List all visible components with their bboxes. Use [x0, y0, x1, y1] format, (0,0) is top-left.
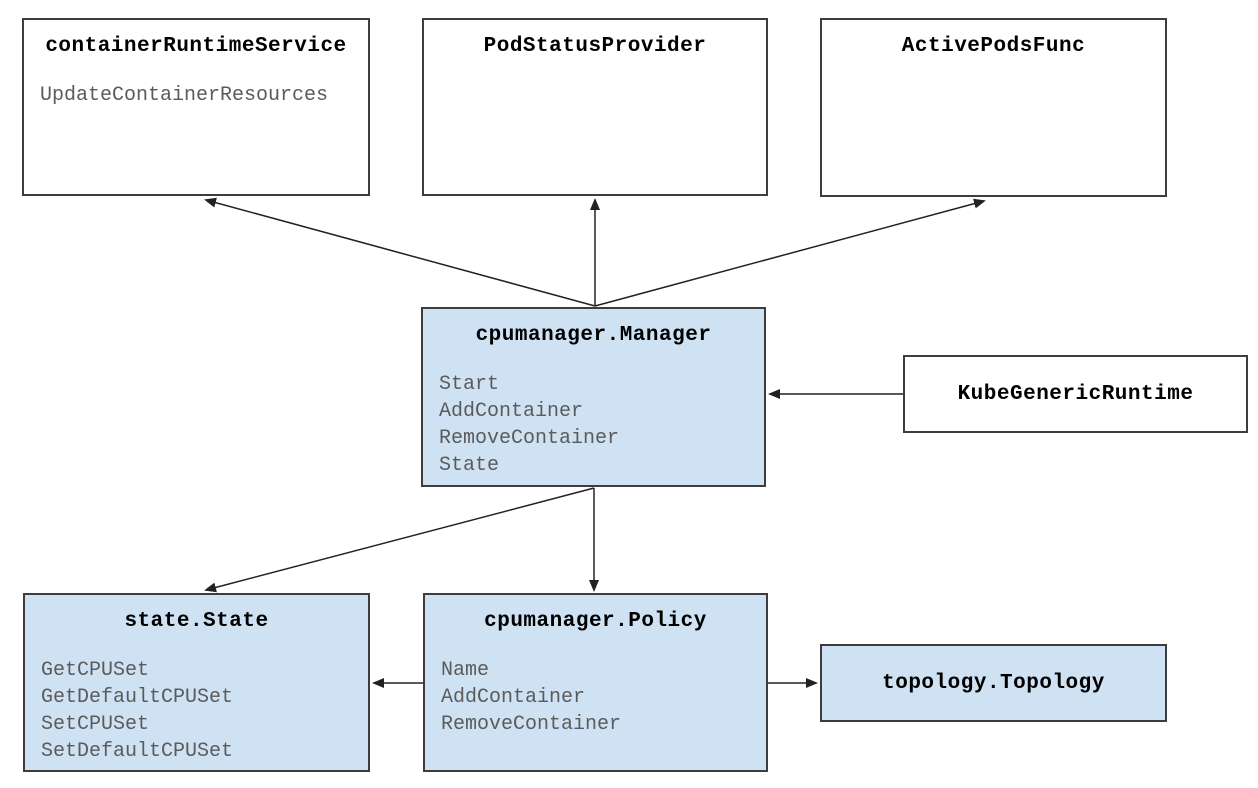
node-title: cpumanager.Manager — [475, 324, 712, 347]
method-item: State — [439, 454, 500, 477]
method-item: RemoveContainer — [439, 427, 620, 450]
node-title: PodStatusProvider — [483, 35, 707, 58]
method-item: Start — [439, 373, 500, 396]
node-active-pods-func: ActivePodsFunc — [820, 18, 1167, 197]
node-container-runtime-service: containerRuntimeService UpdateContainerR… — [22, 18, 370, 196]
method-item: GetDefaultCPUSet — [41, 686, 234, 709]
node-title: ActivePodsFunc — [901, 35, 1086, 58]
arrow-manager-to-state-state — [204, 487, 595, 593]
method-item: SetCPUSet — [41, 713, 150, 736]
node-title: topology.Topology — [882, 671, 1105, 695]
node-title: cpumanager.Policy — [484, 610, 707, 633]
method-item: AddContainer — [441, 686, 586, 709]
node-topology-topology: topology.Topology — [820, 644, 1167, 722]
arrow-manager-to-active-pods-func — [594, 198, 986, 307]
node-title: state.State — [124, 610, 269, 633]
node-pod-status-provider: PodStatusProvider — [422, 18, 768, 196]
method-item: Name — [441, 659, 490, 682]
node-title: KubeGenericRuntime — [957, 382, 1194, 406]
method-item: SetDefaultCPUSet — [41, 740, 234, 763]
node-methods: UpdateContainerResources — [40, 82, 328, 109]
node-title: containerRuntimeService — [45, 35, 347, 58]
method-item: AddContainer — [439, 400, 584, 423]
node-kube-generic-runtime: KubeGenericRuntime — [903, 355, 1248, 433]
method-item: RemoveContainer — [441, 713, 622, 736]
arrow-manager-to-container-runtime-service — [204, 197, 596, 307]
method-item: GetCPUSet — [41, 659, 150, 682]
method-item: UpdateContainerResources — [40, 84, 329, 107]
